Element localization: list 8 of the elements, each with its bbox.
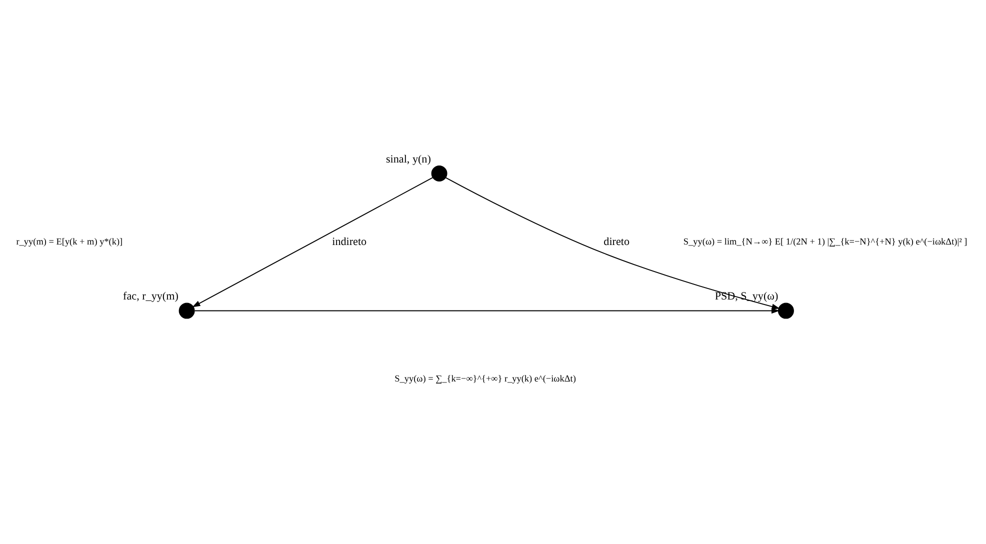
label: S_yy(ω) = ∑_{k=−∞}^{+∞} r_yy(k) e^(−iωkΔt) [394, 374, 576, 384]
node-label: fac, r_yy(m) [123, 290, 178, 303]
node-label: sinal, y(n) [386, 153, 431, 166]
edge-label: direto [604, 236, 630, 248]
label: r_yy(m) = E[y(k + m) y*(k)] [16, 236, 123, 246]
node-label: PSD, S_yy(ω) [714, 290, 778, 303]
edge-label: indireto [332, 236, 367, 248]
label: S_yy(ω) = lim_{N→∞} E[ 1/(2N + 1) |∑_{k=−N}^{+N} y(k) e^(−iωkΔt)|² ] [683, 236, 968, 246]
